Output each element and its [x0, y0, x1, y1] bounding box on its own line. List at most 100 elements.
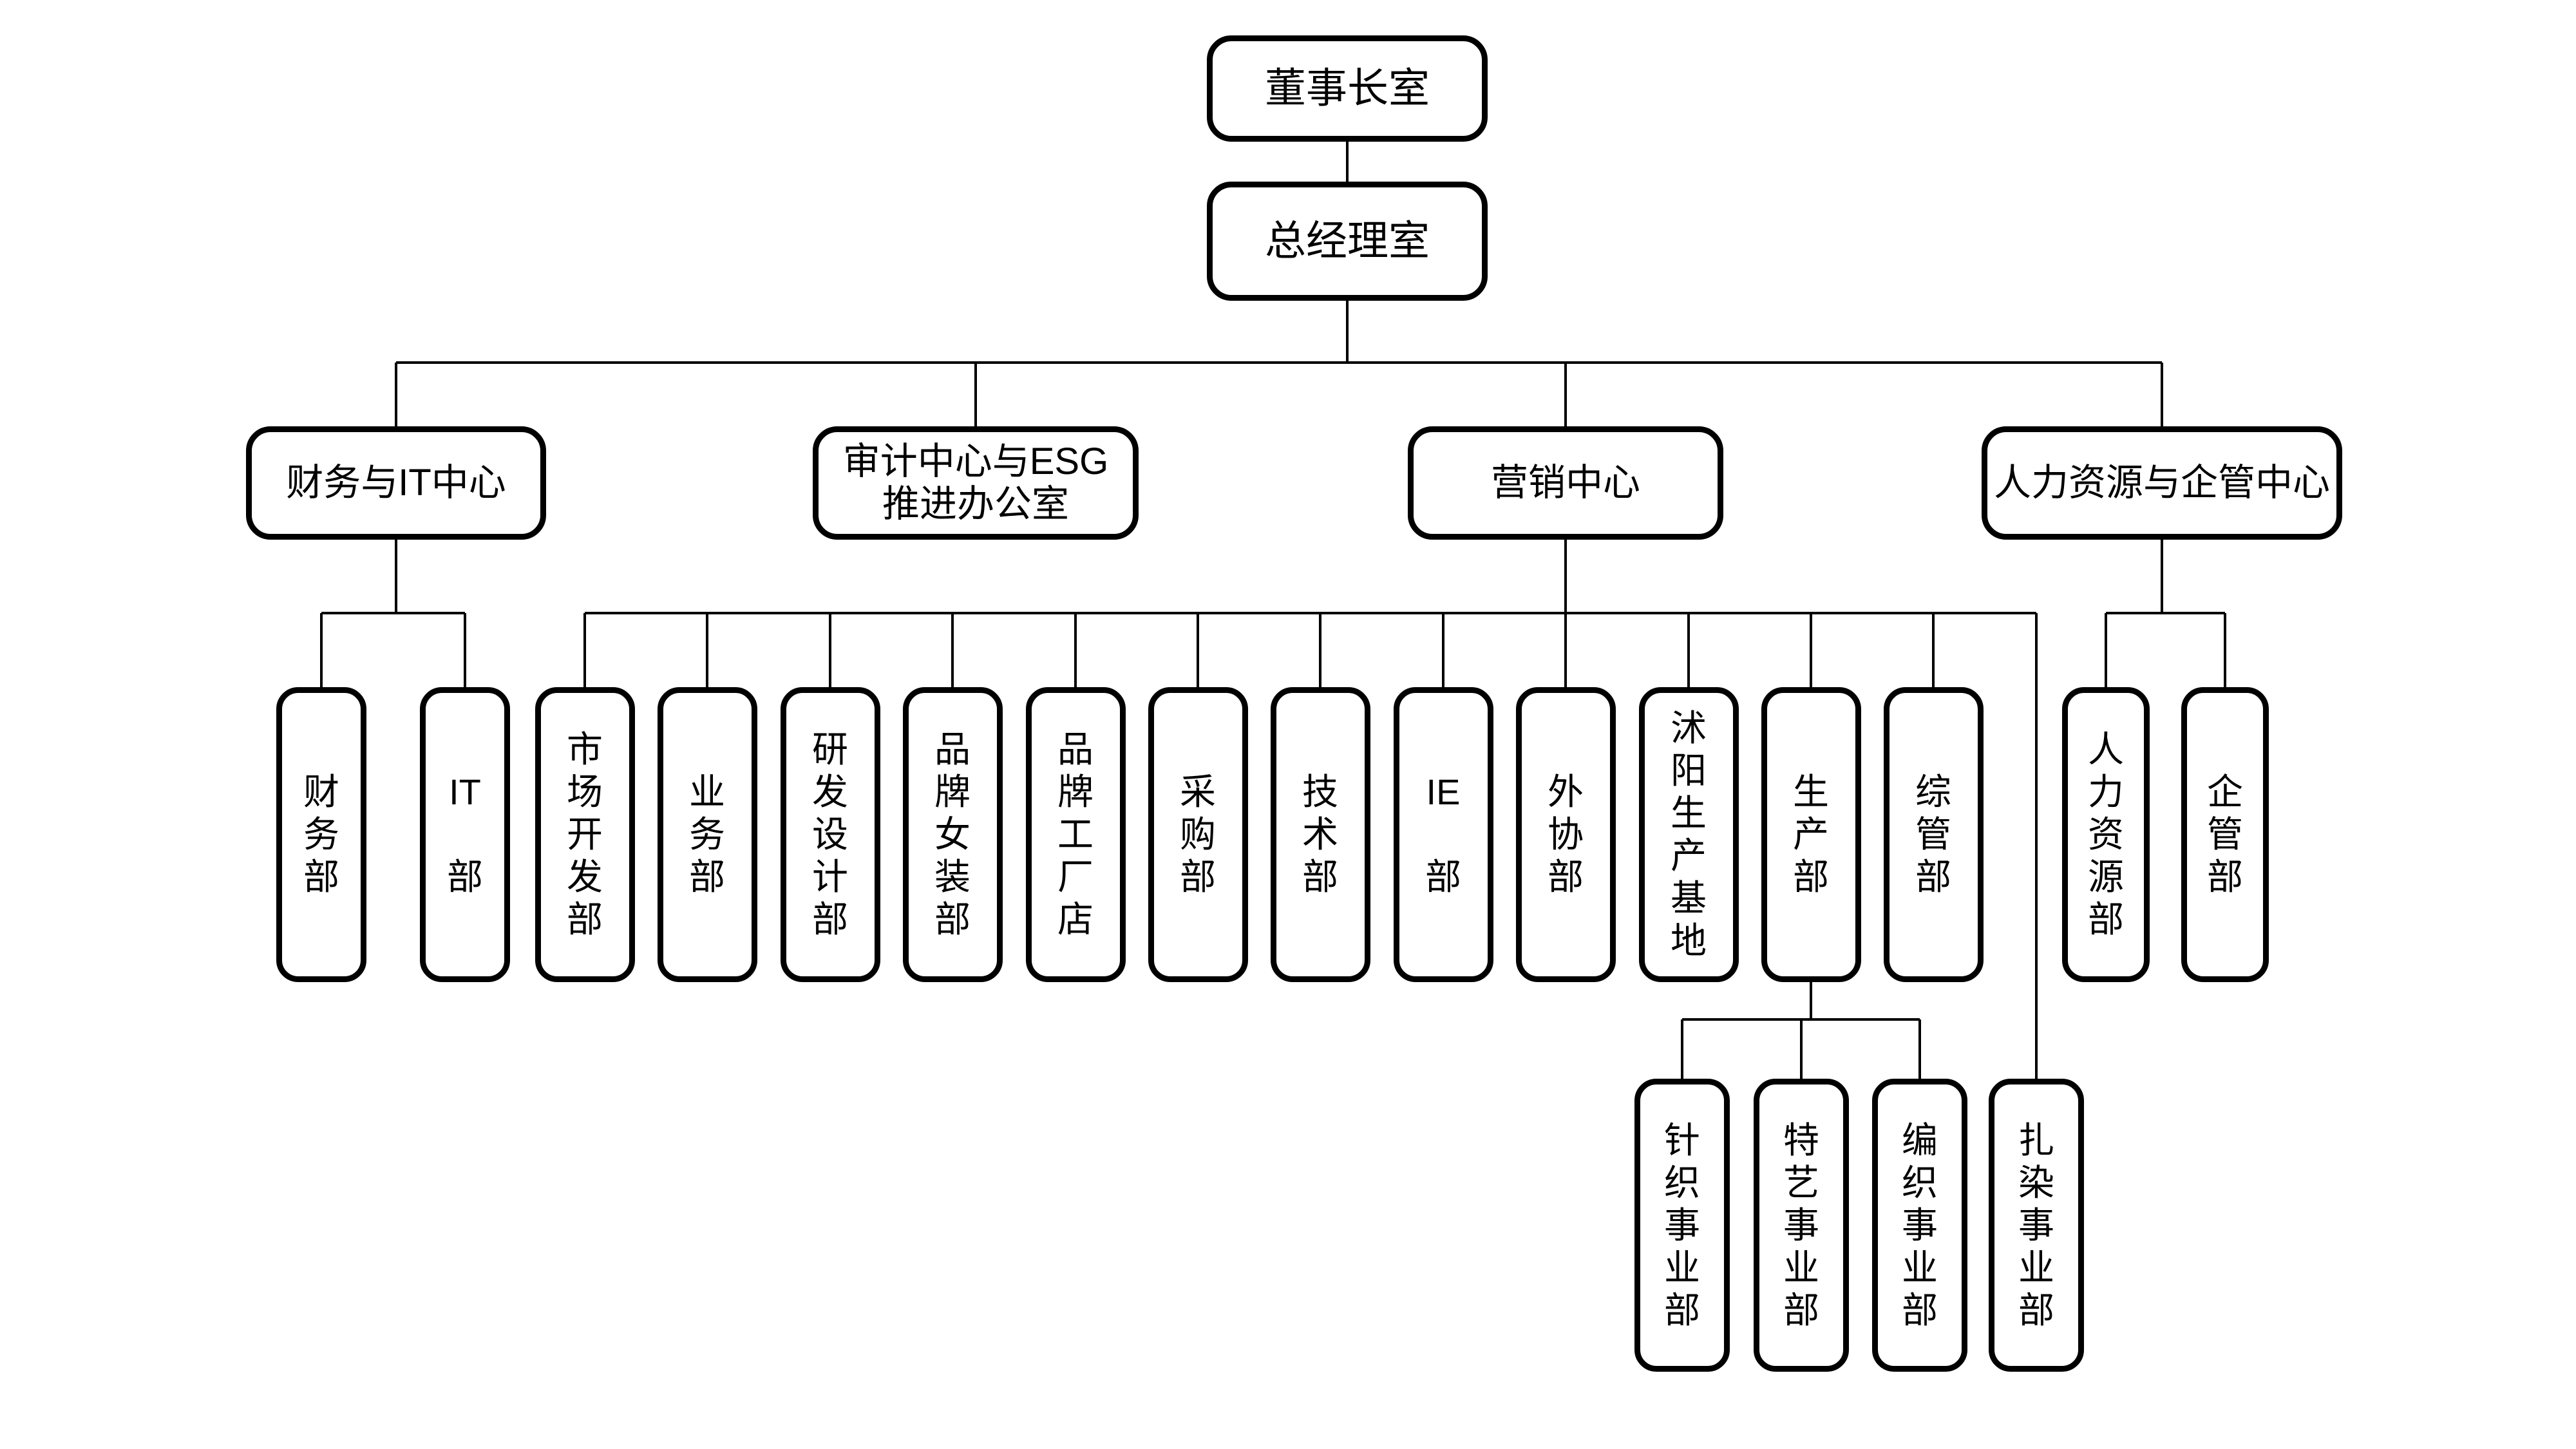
label-char: 部 [934, 899, 971, 940]
vertical-label: 市场开发部 [541, 728, 629, 941]
label-char: 阳 [1671, 750, 1707, 791]
org-node-it-dept: IT 部 [420, 687, 510, 982]
label-char: 务 [303, 814, 339, 855]
label-char: 工 [1057, 814, 1094, 855]
org-node-hr-dept: 人力资源部 [2062, 687, 2150, 982]
label-char: 女 [934, 814, 971, 855]
org-node-knitting-division: 针织事业部 [1634, 1079, 1730, 1372]
label-char: 部 [567, 899, 603, 940]
vertical-label: IT 部 [426, 771, 504, 898]
label-char: 生 [1793, 772, 1829, 812]
org-node-hr-admin-center: 人力资源与企管中心 [1982, 426, 2342, 540]
label-char: 部 [1915, 857, 1951, 897]
label-char: 部 [1302, 857, 1338, 897]
label-char: 店 [1057, 899, 1094, 940]
label-char: 部 [1425, 857, 1461, 897]
label-char: 部 [1793, 857, 1829, 897]
label-char: 人 [2088, 729, 2124, 770]
label-char: 生 [1671, 793, 1707, 833]
label-char: 技 [1302, 772, 1338, 812]
label-char: 发 [812, 772, 848, 812]
org-node-market-dev-dept: 市场开发部 [535, 687, 635, 982]
label-line: 审计中心与ESG [842, 440, 1109, 482]
label-char: 编 [1902, 1119, 1938, 1160]
label-char: 资 [2088, 814, 2124, 855]
label-char: 织 [1902, 1162, 1938, 1203]
label-char: 染 [2018, 1162, 2054, 1203]
label-char: 财 [303, 772, 339, 812]
org-node-weaving-division: 编织事业部 [1872, 1079, 1967, 1372]
org-node-enterprise-admin-dept: 企管部 [2181, 687, 2269, 982]
node-label: 人力资源与企管中心 [1993, 462, 2330, 504]
vertical-label: 采购部 [1154, 771, 1242, 898]
org-node-marketing-center: 营销中心 [1408, 426, 1723, 540]
label-char: 部 [1180, 857, 1216, 897]
label-char: 扎 [2018, 1119, 2054, 1160]
label-char: 部 [303, 857, 339, 897]
label-char: 业 [1783, 1247, 1819, 1288]
label-char: 业 [2018, 1247, 2054, 1288]
vertical-label: 财务部 [282, 771, 361, 898]
label-char: 部 [1548, 857, 1584, 897]
label-char: 部 [2207, 857, 2243, 897]
label-char: 沭 [1671, 708, 1707, 748]
org-node-business-dept: 业务部 [657, 687, 757, 982]
label-char: 业 [689, 772, 725, 812]
label-char: 部 [1902, 1289, 1938, 1331]
label-char: 术 [1302, 814, 1338, 855]
label-char: 场 [567, 772, 603, 812]
label-char: 开 [567, 814, 603, 855]
label-char: 市 [567, 729, 603, 770]
vertical-label: 编织事业部 [1878, 1119, 1962, 1332]
label-char: 设 [812, 814, 848, 855]
vertical-label: 业务部 [663, 771, 752, 898]
label-char: 品 [934, 729, 971, 770]
label-char: 事 [1902, 1204, 1938, 1245]
vertical-label: 研发设计部 [786, 728, 875, 941]
label-char: 事 [2018, 1204, 2054, 1245]
org-node-brand-womenswear-dept: 品牌女装部 [902, 687, 1003, 982]
label-char: 部 [1783, 1289, 1819, 1331]
org-node-special-craft-division: 特艺事业部 [1754, 1079, 1849, 1372]
node-label: 财务与IT中心 [286, 462, 506, 504]
vertical-label: 沭阳生产基地 [1645, 707, 1733, 962]
label-char: 事 [1783, 1204, 1819, 1245]
org-node-finance-it-center: 财务与IT中心 [246, 426, 546, 540]
label-char: IE [1426, 772, 1461, 812]
label-char: 购 [1180, 814, 1216, 855]
vertical-label: 特艺事业部 [1759, 1119, 1843, 1332]
label-char: 基 [1671, 878, 1707, 918]
label-char: 事 [1664, 1204, 1700, 1245]
org-node-tie-dye-division: 扎染事业部 [1989, 1079, 2084, 1372]
vertical-label: 品牌女装部 [909, 728, 997, 941]
label-char: 针 [1664, 1119, 1700, 1160]
org-node-shuyang-production-base: 沭阳生产基地 [1638, 687, 1739, 982]
vertical-label: 人力资源部 [2068, 728, 2144, 941]
org-node-finance-dept: 财务部 [276, 687, 366, 982]
org-node-chairman: 董事长室 [1207, 35, 1488, 142]
label-char: 部 [2088, 899, 2124, 940]
label-char: 部 [689, 857, 725, 897]
vertical-label: 综管部 [1889, 771, 1978, 898]
vertical-label: IE 部 [1399, 771, 1488, 898]
label-char: 协 [1548, 814, 1584, 855]
label-char: 部 [447, 857, 483, 897]
label-char: 外 [1548, 772, 1584, 812]
org-node-general-admin-dept: 综管部 [1883, 687, 1984, 982]
label-char: 采 [1180, 772, 1216, 812]
label-char: 艺 [1783, 1162, 1819, 1203]
label-char [1399, 813, 1488, 856]
label-char: 厂 [1057, 857, 1094, 897]
node-label: 营销中心 [1490, 462, 1640, 504]
label-char: 装 [934, 857, 971, 897]
label-char: IT [449, 772, 481, 812]
org-node-purchasing-dept: 采购部 [1148, 687, 1248, 982]
label-char: 部 [812, 899, 848, 940]
org-node-general-manager: 总经理室 [1207, 182, 1488, 301]
label-char: 计 [812, 857, 848, 897]
label-char: 产 [1671, 835, 1707, 876]
label-char: 源 [2088, 857, 2124, 897]
